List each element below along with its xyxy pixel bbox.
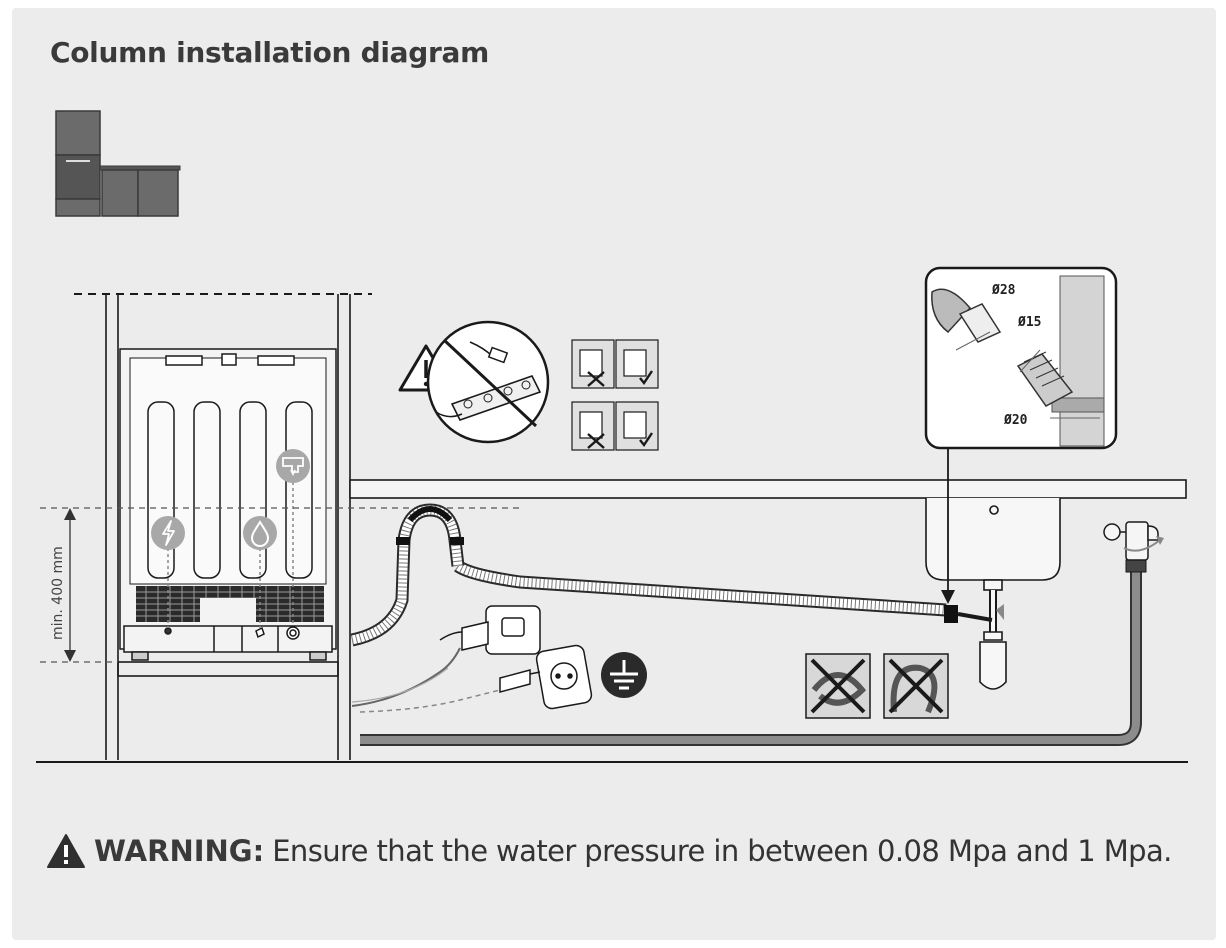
diameter-20-label: Ø20 (1003, 413, 1028, 428)
diameter-28-label: Ø28 (991, 283, 1016, 298)
diameter-15-label: Ø15 (1017, 315, 1041, 330)
no-kink-hose-icons (805, 653, 949, 719)
countertop (349, 479, 1187, 499)
warning-label: WARNING: (94, 834, 265, 868)
power-cord (351, 647, 501, 713)
inlet-hose (360, 559, 1147, 746)
drain-hose (454, 448, 993, 623)
outlet-usage-grid (571, 339, 659, 451)
no-power-strip-icon (426, 320, 550, 444)
power-outlet (439, 605, 593, 710)
column-cabinet (74, 293, 372, 760)
lightning-icon (151, 516, 185, 550)
drain-icon (276, 449, 310, 483)
page-title: Column installation diagram (50, 36, 489, 69)
min-height-label: min. 400 mm (50, 546, 66, 640)
ground-symbol-icon (601, 652, 647, 698)
warning-text: Ensure that the water pressure in betwee… (272, 834, 1172, 868)
dishwasher (119, 348, 337, 661)
water-drop-icon (243, 516, 277, 550)
hose-connection-detail: Ø28 Ø15 Ø20 (924, 266, 1118, 450)
sink (925, 498, 1061, 690)
drain-hose-arch (350, 503, 465, 647)
warning-triangle-icon (47, 834, 85, 868)
column-cabinet-thumbnail (55, 110, 181, 217)
warning-note: WARNING: Ensure that the water pressure … (46, 833, 1172, 869)
water-tap (1103, 521, 1164, 561)
